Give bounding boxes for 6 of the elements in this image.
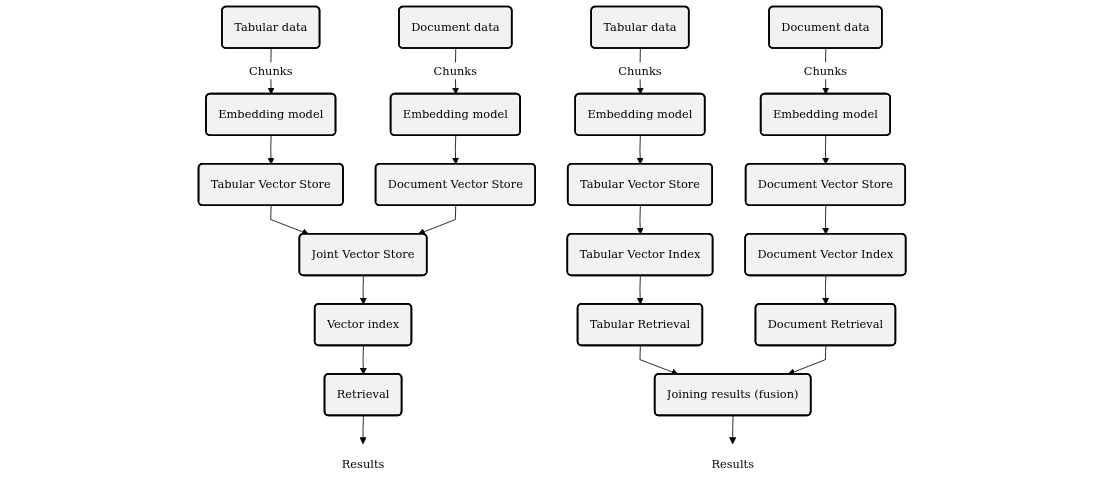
node-text: Results: [342, 457, 385, 471]
edge-label: Chunks: [618, 63, 663, 77]
edge-label: Chunks: [804, 63, 848, 77]
edge-label: Chunks: [433, 63, 478, 77]
node-text: Results: [711, 457, 755, 471]
edge-label: Chunks: [249, 63, 293, 77]
